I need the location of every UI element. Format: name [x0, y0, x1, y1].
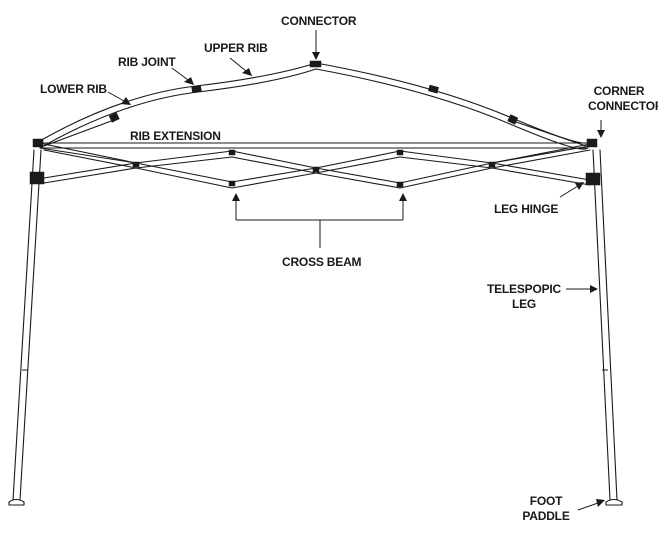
telescopic-leg-label: TELESPOPIC LEG	[484, 282, 564, 312]
callouts	[107, 30, 605, 511]
cross-beam-joints	[132, 149, 496, 188]
foot-paddle-line2: PADDLE	[522, 509, 570, 523]
rib-extension-label: RIB EXTENSION	[130, 129, 221, 143]
cross-beam-truss	[39, 143, 591, 189]
leg-hinge-label: LEG HINGE	[494, 202, 559, 216]
left-leg	[8, 138, 45, 506]
right-foot-paddle	[605, 498, 623, 506]
telescopic-leg-line2: LEG	[511, 297, 537, 311]
upper-rib-label: UPPER RIB	[204, 41, 268, 55]
corner-connector-label: CORNER CONNECTOR	[588, 84, 658, 114]
foot-paddle-line1: FOOT	[529, 494, 563, 508]
lower-rib-label: LOWER RIB	[40, 82, 107, 96]
corner-connector-line2: CONNECTOR	[588, 99, 658, 113]
connector-label: CONNECTOR	[281, 14, 357, 28]
rib-extensions	[43, 119, 587, 147]
rib-joint-label: RIB JOINT	[118, 55, 176, 69]
upper-ribs	[37, 62, 591, 150]
corner-connector-line1: CORNER	[593, 84, 645, 98]
rib-joints	[108, 60, 519, 125]
telescopic-leg-line1: TELESPOPIC	[486, 282, 561, 296]
right-leg	[585, 138, 623, 506]
side-rails	[39, 142, 587, 149]
left-foot-paddle	[8, 498, 25, 506]
foot-paddle-label: FOOT PADDLE	[516, 494, 576, 524]
cross-beam-label: CROSS BEAM	[282, 255, 362, 269]
